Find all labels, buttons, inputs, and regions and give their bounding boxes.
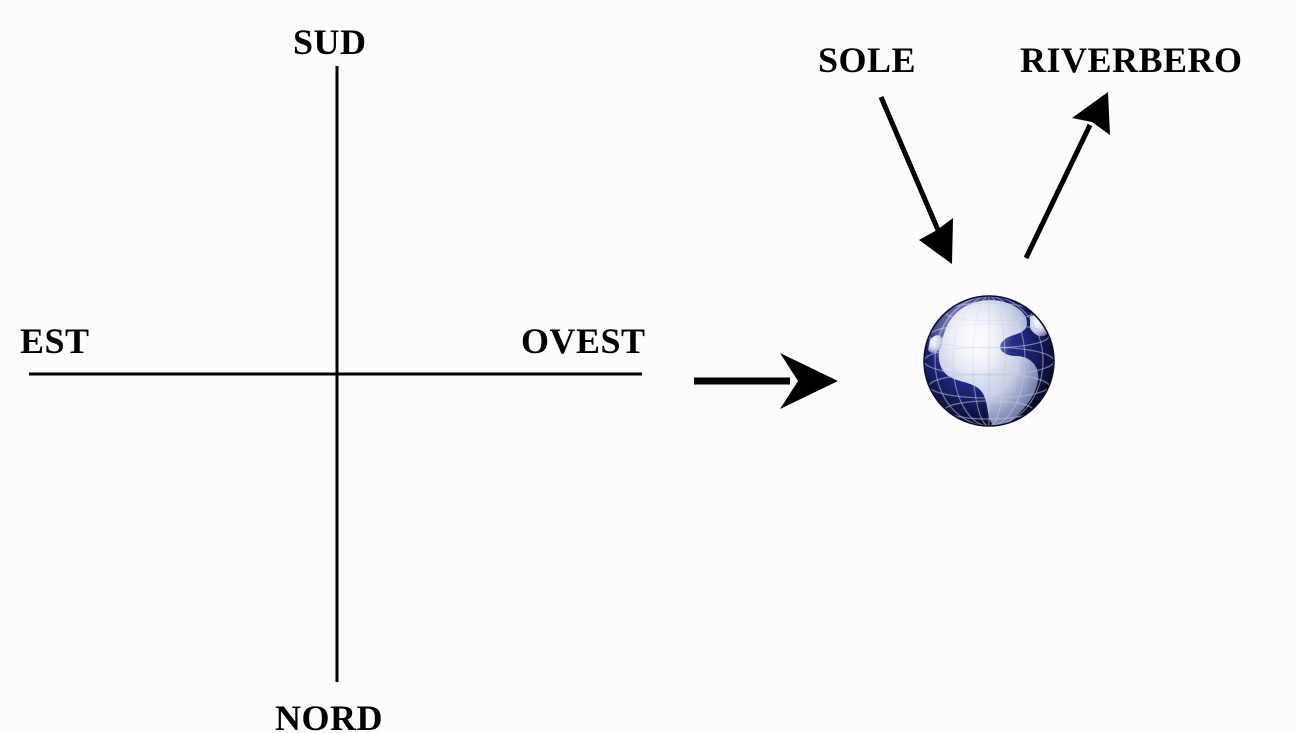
label-reflection: RIVERBERO <box>1020 40 1243 80</box>
earth-globe-icon <box>923 295 1055 427</box>
label-north: NORD <box>275 698 383 733</box>
sun-ray-arrow <box>878 96 953 264</box>
reflection-arrow <box>1023 92 1110 260</box>
label-south: SUD <box>293 22 367 62</box>
label-sun: SOLE <box>818 40 917 80</box>
label-west: OVEST <box>521 321 646 361</box>
label-east: EST <box>20 321 90 361</box>
west-arrow <box>694 353 838 409</box>
